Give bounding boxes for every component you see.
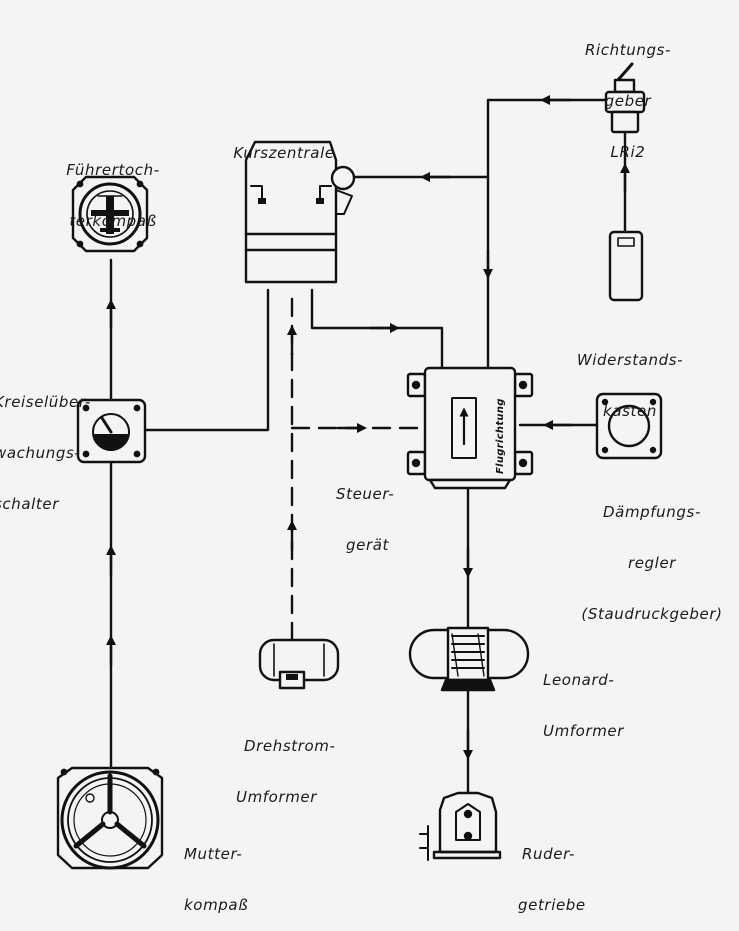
daempfungsregler-device (595, 392, 663, 460)
line-kurszentrale-steuergeraet (310, 288, 444, 372)
leonard-umformer-device (408, 626, 530, 692)
daempfungsregler-label: Dämpfungs- regler (Staudruckgeber) (581, 503, 723, 623)
fuehrertochterkompass-device (71, 175, 149, 253)
leonard-umformer-label: Leonard- Umformer (543, 671, 625, 740)
rudergetriebe-device (419, 791, 502, 861)
autopilot-wiring-diagram: Flugrichtung (56, 62, 663, 870)
drehstrom-umformer-device (258, 638, 340, 690)
diagram-canvas: Flugrichtung Richtungs- geber LRi2 Führe… (0, 41, 723, 914)
kreiselueberwachungsschalter-device (76, 398, 147, 464)
steuergeraet-label: Steuer- gerät (336, 485, 395, 554)
drehstrom-umformer-label: Drehstrom- Umformer (236, 737, 336, 806)
flugrichtung-label: Flugrichtung (495, 398, 506, 474)
kreiselueberwachungsschalter-label: Kreiselüber- wachungs- schalter (0, 393, 91, 513)
fuehrertochterkompass-label: Führertoch- terkompaß (66, 161, 160, 230)
rudergetriebe-label: Ruder- getriebe (518, 845, 586, 914)
widerstandskasten-device (608, 230, 644, 302)
kurszentrale-label: Kurszentrale (233, 144, 335, 162)
richtungsgeber-device (604, 62, 646, 134)
steuergeraet-device (406, 366, 534, 490)
mutterkompass-label: Mutter- kompaß (184, 845, 249, 914)
line-schalter-kurszentrale (144, 288, 270, 432)
mutterkompass-device (56, 766, 164, 870)
richtungsgeber-label: Richtungs- geber LRi2 (585, 41, 671, 161)
kurszentrale-device (244, 140, 356, 284)
widerstandskasten-label: Widerstands- kasten (576, 351, 684, 420)
